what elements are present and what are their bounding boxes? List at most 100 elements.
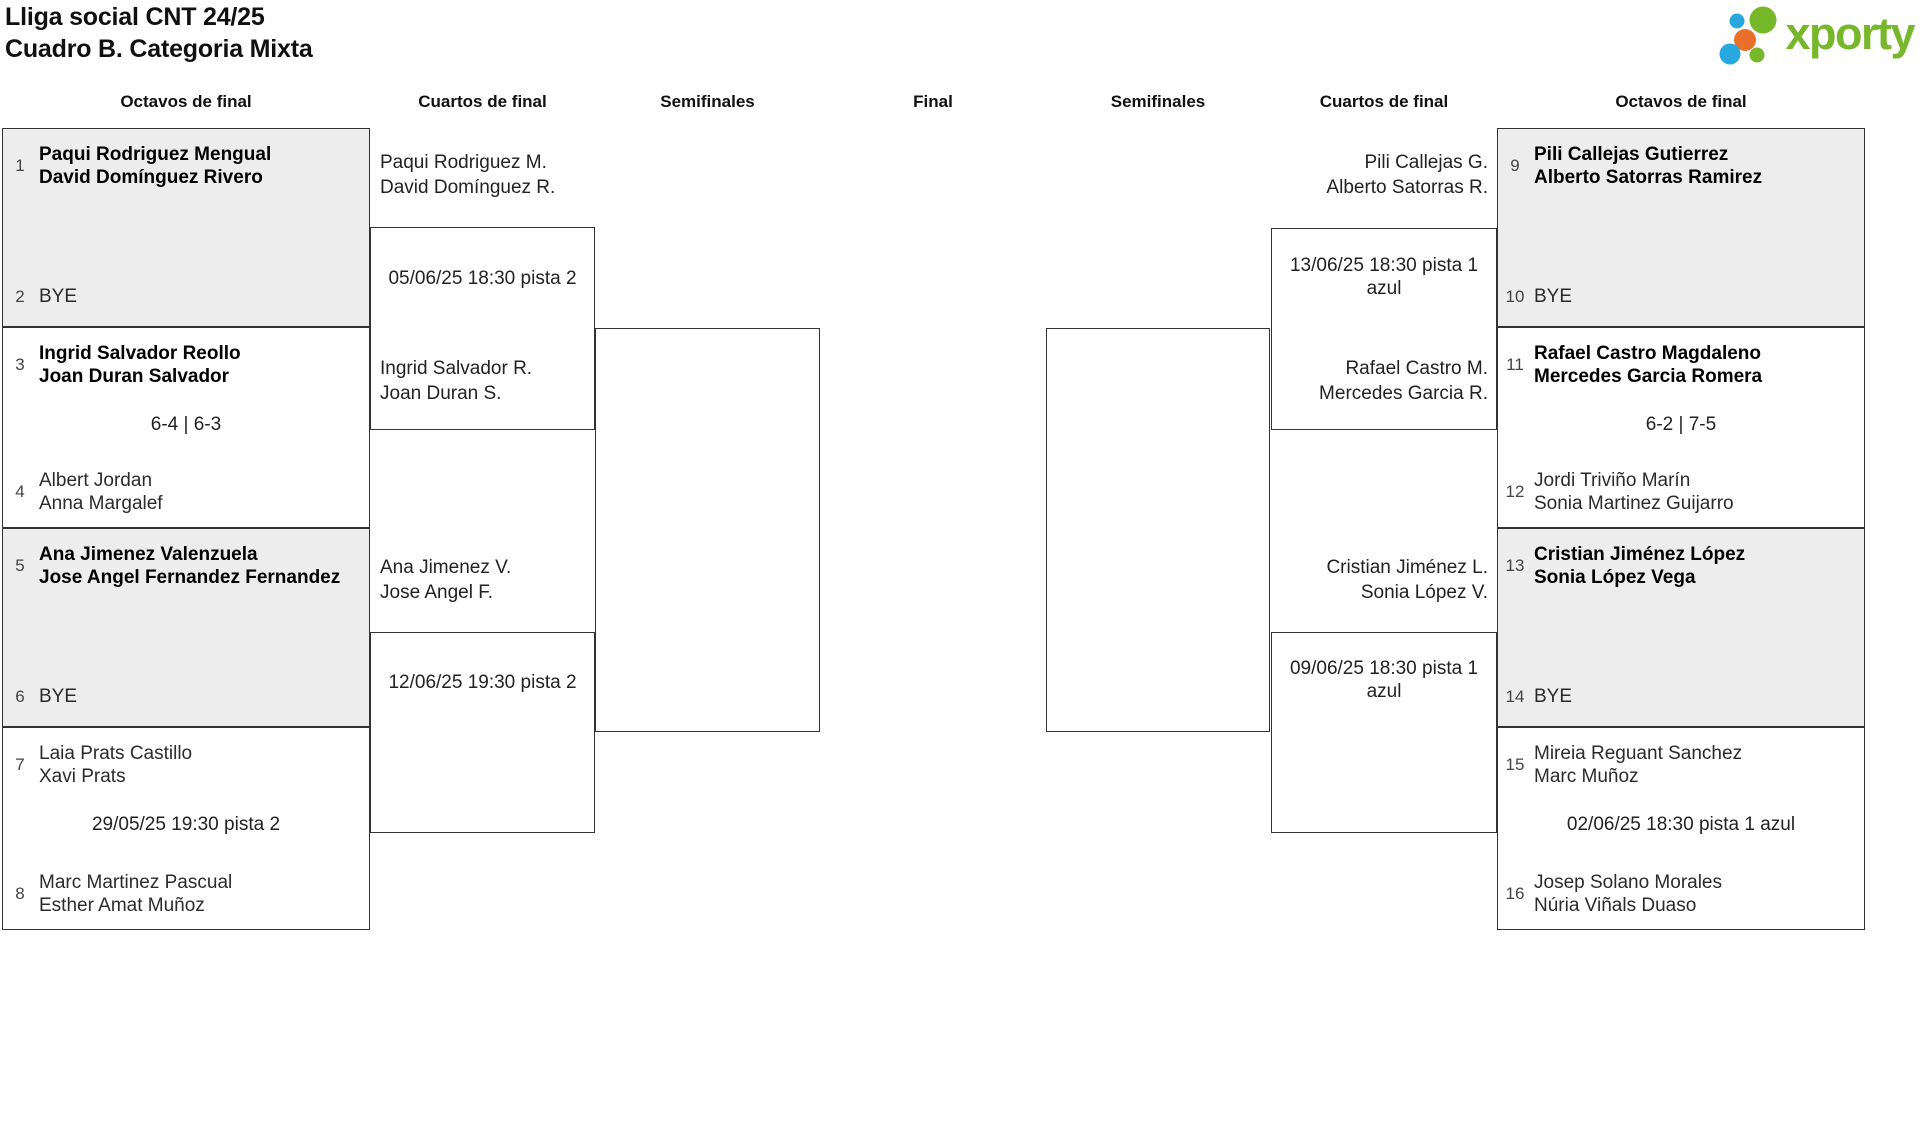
match-entry: 14 BYE — [1504, 685, 1856, 708]
seed-number: 6 — [15, 686, 25, 706]
seed-number: 15 — [1505, 755, 1525, 774]
round-header-final: Final — [913, 92, 953, 111]
match-box-qf-left-1[interactable] — [370, 227, 595, 430]
match-entry: 7 Laia Prats Castillo Xavi Prats — [9, 742, 361, 788]
match-schedule: 09/06/25 18:30 pista 1 azul — [1289, 658, 1479, 702]
xporty-logo-text: xporty — [1785, 8, 1915, 59]
player-name: Alberto Satorras R. — [1326, 177, 1488, 198]
match-entry: 13 Cristian Jiménez López Sonia López Ve… — [1504, 543, 1856, 589]
seed-number: 4 — [15, 482, 25, 501]
match-box-7[interactable]: 13 Cristian Jiménez López Sonia López Ve… — [1497, 528, 1865, 727]
seed-number: 2 — [15, 286, 25, 306]
match-entry: 12 Jordi Triviño Marín Sonia Martinez Gu… — [1504, 469, 1856, 515]
bye-label: BYE — [1534, 686, 1573, 707]
player-name: Cristian Jiménez L. — [1326, 557, 1488, 578]
match-entry: 5 Ana Jimenez Valenzuela Jose Angel Fern… — [9, 543, 361, 589]
round-header-right-sf: Semifinales — [1110, 92, 1206, 111]
match-box-6[interactable]: 11 Rafael Castro Magdaleno Mercedes Garc… — [1497, 327, 1865, 528]
match-box-qf-right-1[interactable] — [1271, 228, 1497, 430]
xporty-logo[interactable]: xporty — [1711, 2, 1915, 66]
player-name: Xavi Prats — [39, 766, 126, 787]
advancing-team: Paqui Rodriguez M. David Domínguez R. — [380, 150, 678, 200]
match-box-qf-right-2[interactable] — [1271, 632, 1497, 833]
player-name: Esther Amat Muñoz — [39, 895, 205, 916]
match-entry: 1 Paqui Rodriguez Mengual David Domíngue… — [9, 143, 361, 189]
player-name: Jordi Triviño Marín — [1534, 470, 1691, 491]
player-name: Ana Jimenez Valenzuela — [39, 544, 258, 565]
match-box-sf-right[interactable] — [1046, 328, 1270, 732]
player-name: Núria Viñals Duaso — [1534, 895, 1697, 916]
player-name: Laia Prats Castillo — [39, 743, 193, 764]
seed-number: 12 — [1505, 482, 1525, 501]
player-name: Anna Margalef — [39, 493, 163, 514]
match-entry: 10 BYE — [1504, 285, 1856, 308]
match-entry: 4 Albert Jordan Anna Margalef — [9, 469, 361, 515]
match-box-sf-left[interactable] — [595, 328, 820, 732]
match-schedule: 05/06/25 18:30 pista 2 — [388, 268, 577, 289]
match-box-5[interactable]: 9 Pili Callejas Gutierrez Alberto Satorr… — [1497, 128, 1865, 327]
player-name: Ingrid Salvador Reollo — [39, 343, 241, 364]
player-name: Ana Jimenez V. — [380, 557, 512, 578]
bracket-category: Cuadro B. Categoria Mixta — [5, 35, 313, 63]
advancing-team: Pili Callejas G. Alberto Satorras R. — [1190, 150, 1488, 200]
match-entry: 16 Josep Solano Morales Núria Viñals Dua… — [1504, 871, 1856, 917]
match-schedule: 02/06/25 18:30 pista 1 azul — [1566, 814, 1796, 835]
seed-number: 10 — [1505, 286, 1525, 306]
player-name: Sonia López V. — [1360, 582, 1488, 603]
advancing-team: Ingrid Salvador R. Joan Duran S. — [380, 356, 678, 406]
round-header-left-qf: Cuartos de final — [418, 92, 547, 111]
player-name: Paqui Rodriguez M. — [380, 152, 547, 173]
player-name: Alberto Satorras Ramirez — [1534, 167, 1763, 188]
match-score: 6-4 | 6-3 — [150, 414, 222, 435]
advancing-team: Cristian Jiménez L. Sonia López V. — [1190, 555, 1488, 605]
match-score: 6-2 | 7-5 — [1645, 414, 1717, 435]
match-entry: 15 Mireia Reguant Sanchez Marc Muñoz — [1504, 742, 1856, 788]
bye-label: BYE — [39, 686, 78, 707]
advancing-team: Ana Jimenez V. Jose Angel F. — [380, 555, 678, 605]
bye-label: BYE — [39, 286, 78, 307]
match-box-4[interactable]: 7 Laia Prats Castillo Xavi Prats 29/05/2… — [2, 727, 370, 930]
seed-number: 1 — [15, 156, 25, 175]
player-name: Mireia Reguant Sanchez — [1534, 743, 1743, 764]
player-name: Marc Muñoz — [1534, 766, 1639, 787]
match-entry: 3 Ingrid Salvador Reollo Joan Duran Salv… — [9, 342, 361, 388]
player-name: Sonia López Vega — [1534, 567, 1696, 588]
seed-number: 3 — [15, 355, 25, 374]
match-schedule: 29/05/25 19:30 pista 2 — [91, 814, 281, 835]
round-header-right-qf: Cuartos de final — [1319, 92, 1449, 111]
player-name: Pili Callejas Gutierrez — [1534, 144, 1729, 165]
seed-number: 16 — [1505, 884, 1525, 903]
bye-label: BYE — [1534, 286, 1573, 307]
match-box-3[interactable]: 5 Ana Jimenez Valenzuela Jose Angel Fern… — [2, 528, 370, 727]
match-box-qf-left-2[interactable] — [370, 632, 595, 833]
player-name: Joan Duran Salvador — [39, 366, 230, 387]
player-name: Mercedes Garcia Romera — [1534, 366, 1763, 387]
tournament-name: Lliga social CNT 24/25 — [5, 3, 265, 31]
seed-number: 13 — [1505, 556, 1525, 575]
match-schedule: 12/06/25 19:30 pista 2 — [388, 672, 577, 693]
xporty-logo-dots-icon — [1719, 6, 1777, 65]
match-entry: 2 BYE — [9, 285, 361, 308]
match-box-2[interactable]: 3 Ingrid Salvador Reollo Joan Duran Salv… — [2, 327, 370, 528]
round-header-right-r16: Octavos de final — [1615, 92, 1747, 111]
round-header-left-sf: Semifinales — [660, 92, 755, 111]
seed-number: 9 — [1510, 156, 1520, 175]
player-name: David Domínguez R. — [380, 177, 556, 198]
seed-number: 8 — [15, 884, 25, 903]
match-entry: 8 Marc Martinez Pascual Esther Amat Muño… — [9, 871, 361, 917]
seed-number: 5 — [15, 556, 25, 575]
match-box-1[interactable]: 1 Paqui Rodriguez Mengual David Domíngue… — [2, 128, 370, 327]
seed-number: 14 — [1505, 686, 1525, 706]
round-header-left-r16: Octavos de final — [120, 92, 252, 111]
match-entry: 9 Pili Callejas Gutierrez Alberto Satorr… — [1504, 143, 1856, 189]
player-name: Joan Duran S. — [380, 383, 502, 404]
match-box-8[interactable]: 15 Mireia Reguant Sanchez Marc Muñoz 02/… — [1497, 727, 1865, 930]
match-schedule: 13/06/25 18:30 pista 1 azul — [1289, 255, 1479, 299]
player-name: Marc Martinez Pascual — [39, 872, 233, 893]
match-entry: 6 BYE — [9, 685, 361, 708]
seed-number: 11 — [1506, 355, 1524, 374]
player-name: Rafael Castro M. — [1345, 358, 1488, 379]
player-name: Cristian Jiménez López — [1534, 544, 1746, 565]
player-name: David Domínguez Rivero — [39, 167, 263, 188]
